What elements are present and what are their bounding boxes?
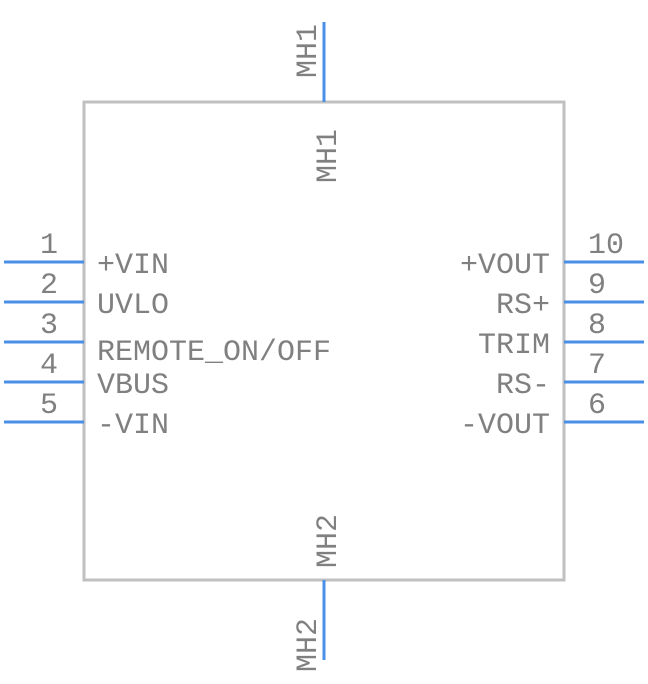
pin-name-3: REMOTE_ON/OFF bbox=[97, 336, 331, 370]
pin-name-2: UVLO bbox=[97, 289, 169, 323]
pin-name-mh2: MH2 bbox=[312, 514, 346, 568]
pin-number-mh2: MH2 bbox=[292, 618, 326, 672]
pin-number-2: 2 bbox=[40, 269, 58, 303]
pin-number-mh1: MH1 bbox=[292, 24, 326, 78]
pin-name-10: +VOUT bbox=[460, 249, 550, 283]
pin-name-1: +VIN bbox=[97, 249, 169, 283]
pin-number-7: 7 bbox=[588, 349, 606, 383]
pin-number-5: 5 bbox=[40, 389, 58, 423]
pin-name-8: TRIM bbox=[478, 329, 550, 363]
pin-number-3: 3 bbox=[40, 309, 58, 343]
pin-number-9: 9 bbox=[588, 269, 606, 303]
pin-number-10: 10 bbox=[588, 229, 624, 263]
pin-name-4: VBUS bbox=[97, 369, 169, 403]
pin-number-8: 8 bbox=[588, 309, 606, 343]
pin-name-9: RS+ bbox=[496, 289, 550, 323]
pin-name-mh1: MH1 bbox=[312, 129, 346, 183]
pin-name-6: -VOUT bbox=[460, 409, 550, 443]
pin-name-5: -VIN bbox=[97, 409, 169, 443]
pin-name-7: RS- bbox=[496, 369, 550, 403]
pin-number-4: 4 bbox=[40, 349, 58, 383]
pin-number-6: 6 bbox=[588, 389, 606, 423]
pin-number-1: 1 bbox=[40, 229, 58, 263]
